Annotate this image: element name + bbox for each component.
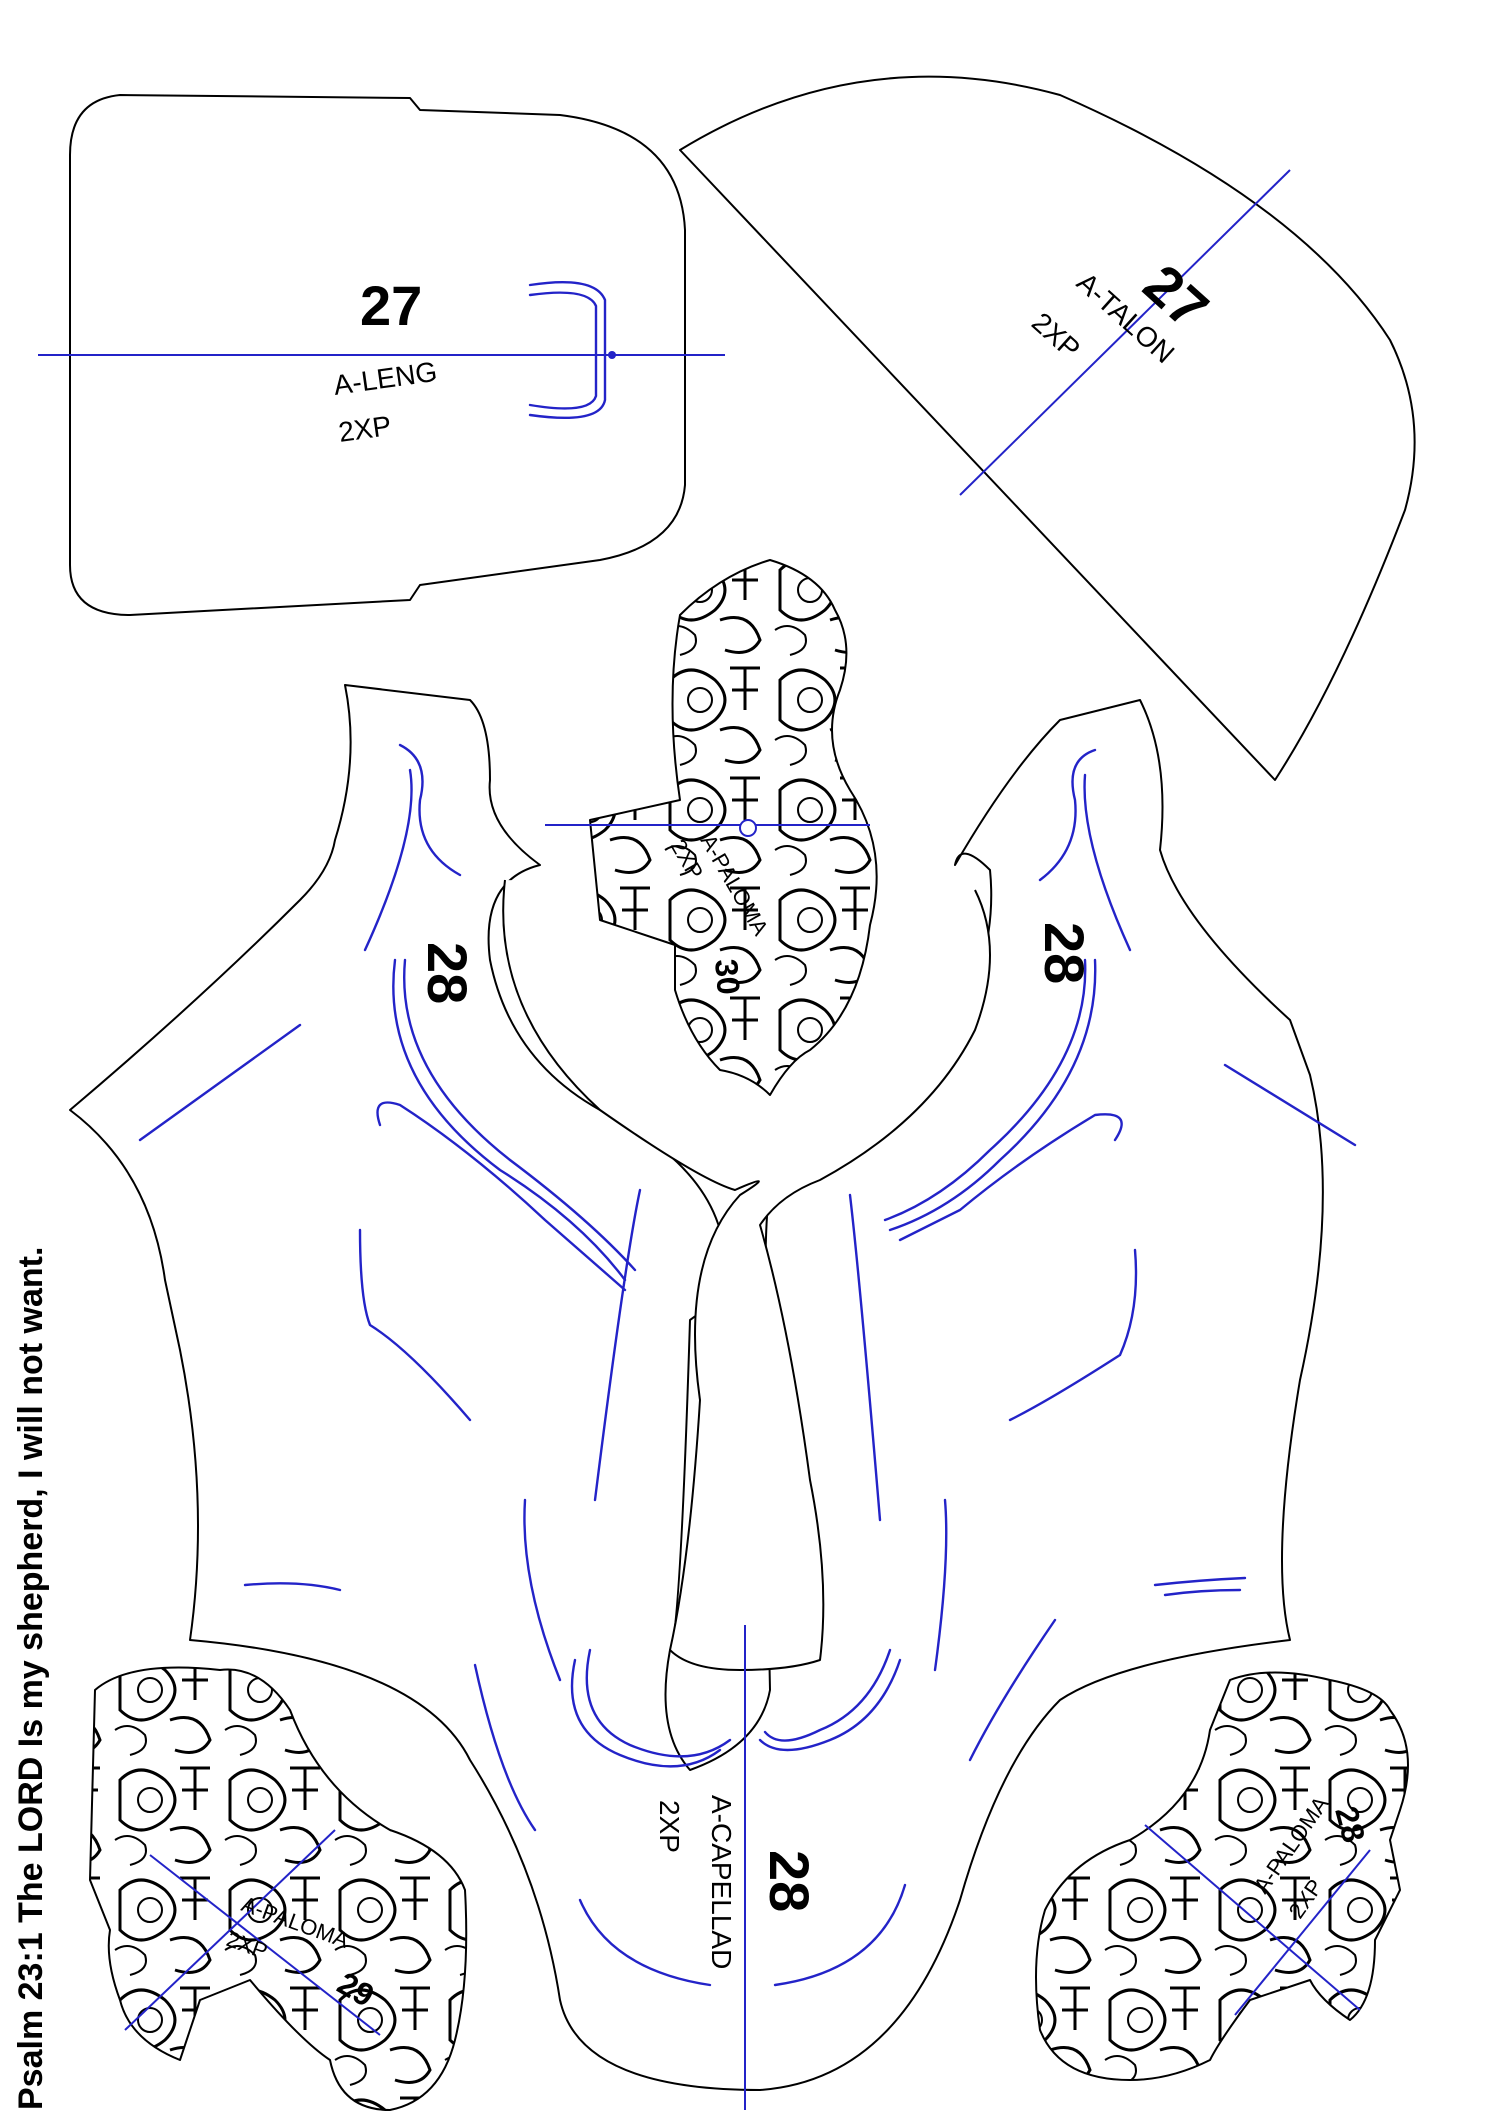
seam-r1 [1038,748,1097,882]
capellad-side-number-left: 28 [416,942,479,1004]
seam-l4 [403,958,637,1272]
paloma-right-grain-line-1 [1144,1824,1361,2011]
talon-outline [679,75,1416,781]
verse-text: Psalm 23:1 The LORD Is my shepherd, I wi… [12,1247,50,2110]
seam-l6 [376,1101,627,1292]
leng-notch [608,351,616,359]
seam-l1 [398,743,462,877]
piece-paloma-right: A-PALOMA 2XP 28 [1035,1671,1409,2081]
seam-r5 [1223,1063,1357,1147]
capellad-number: 28 [758,1850,821,1912]
seam-r3 [888,958,1097,1232]
seam-r14 [773,1883,907,1987]
seam-r10 [1153,1576,1247,1587]
seam-l7 [593,1188,642,1502]
seam-r9 [933,1498,948,1672]
paloma-top-outline [589,559,878,1096]
seam-r2 [1083,773,1132,952]
talon-grain-line [959,169,1291,496]
seam-r7 [848,1193,882,1522]
capellad-qty: 2XP [654,1800,685,1853]
seam-l3 [392,958,627,1282]
piece-paloma-left: A-PALOMA 2XP 29 [89,1666,468,2111]
seam-r12 [763,1648,892,1742]
seam-r11 [758,1658,902,1752]
seam-r4 [883,958,1087,1222]
capellad-center-cutout [502,879,991,1671]
seam-l8 [358,1228,472,1422]
paloma-top-notch [739,819,757,837]
piece-paloma-top: A-PALOMA 2XP 30 [545,559,878,1096]
paloma-right-grain-line-2 [1234,1849,1371,2016]
seam-r8 [1008,1248,1138,1422]
paloma-top-number: 30 [708,957,747,996]
paloma-left-grain-line-1 [124,1829,336,2031]
seam-l13 [473,1663,537,1832]
seam-r15 [1163,1588,1242,1597]
seam-l9 [523,1498,562,1682]
seam-l5 [138,1023,302,1142]
capellad-side-number-right: 28 [1033,922,1096,984]
paloma-right-outline [1035,1671,1409,2081]
seam-l12 [585,1648,732,1758]
leng-seam-inner [528,291,598,410]
piece-leng: 27 A-LENG 2XP [38,94,725,616]
paloma-left-outline [89,1666,468,2111]
paloma-left-grain-line-2 [149,1854,381,2036]
seam-l10 [243,1582,342,1592]
piece-capellad: 28 28 28 A-CAPELLAD 2XP [69,684,1357,2110]
piece-talon: 27 A-TALON 2XP [679,75,1416,781]
seam-l14 [578,1898,712,1987]
leng-qty: 2XP [337,410,394,448]
leng-number: 27 [360,274,422,337]
leng-seam [528,280,607,420]
seam-r13 [968,1618,1057,1762]
seam-r6 [898,1113,1123,1242]
seam-l2 [363,768,413,952]
seam-l11 [570,1658,722,1768]
capellad-name: A-CAPELLAD [706,1795,737,1969]
